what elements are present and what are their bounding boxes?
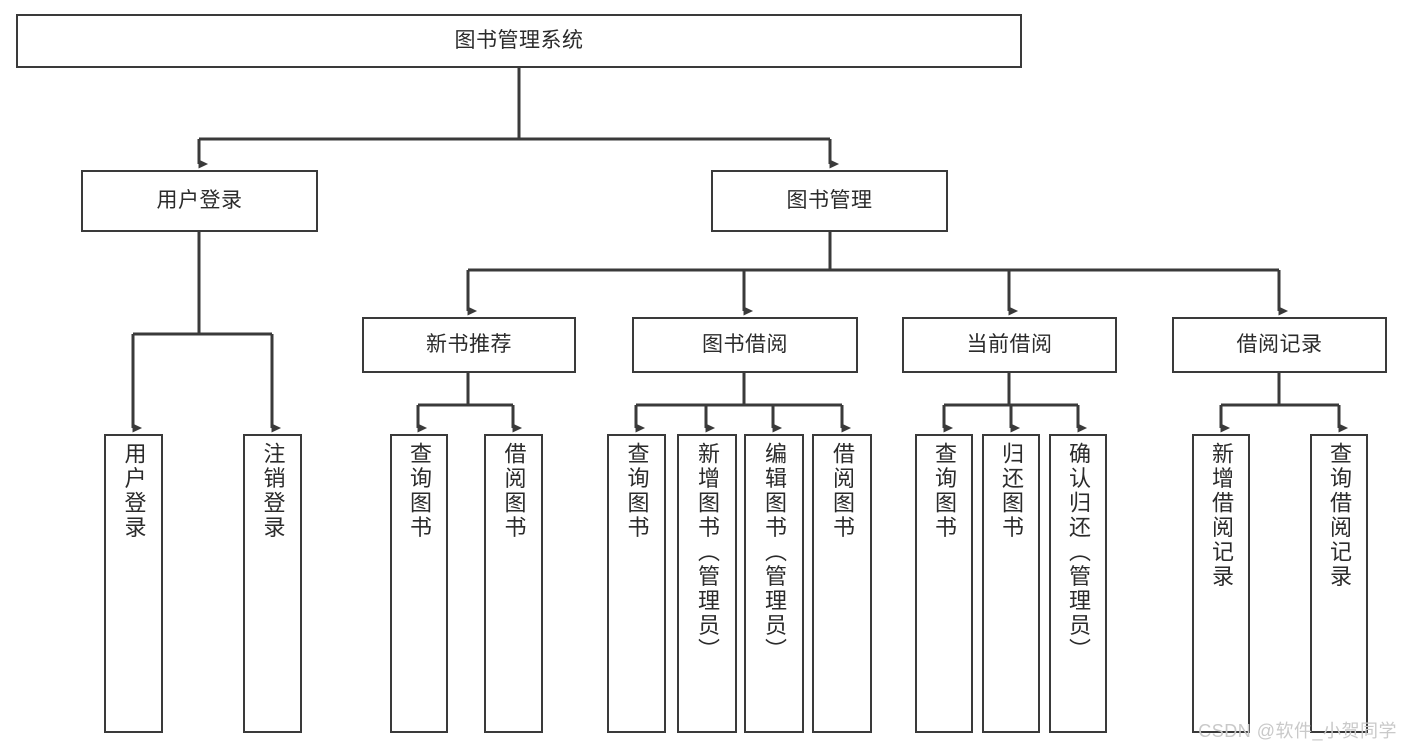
watermark-text: CSDN @软件_小贺同学 — [1198, 721, 1397, 741]
node-leaf-borrow-book-2[interactable]: 借阅图书 — [812, 434, 872, 733]
node-borrow-record-label: 借阅记录 — [1236, 332, 1323, 356]
node-new-book-rec-label: 新书推荐 — [426, 332, 512, 356]
node-user-login[interactable]: 用户登录 — [81, 170, 318, 232]
node-leaf-edit-book[interactable]: 编辑图书（管理员） — [744, 434, 804, 733]
node-leaf-query-book-2-label: 查询图书 — [624, 442, 650, 540]
node-leaf-user-login-label: 用户登录 — [121, 442, 147, 540]
node-leaf-edit-book-label: 编辑图书（管理员） — [762, 442, 787, 663]
node-leaf-add-book-label: 新增图书（管理员） — [695, 442, 720, 663]
node-book-borrow-label: 图书借阅 — [702, 332, 788, 356]
node-leaf-borrow-book-1-label: 借阅图书 — [501, 442, 527, 540]
node-book-manage-label: 图书管理 — [786, 188, 873, 212]
node-leaf-query-book-3[interactable]: 查询图书 — [915, 434, 973, 733]
node-user-login-label: 用户登录 — [156, 188, 243, 212]
node-borrow-record[interactable]: 借阅记录 — [1172, 317, 1387, 373]
node-leaf-borrow-book-1[interactable]: 借阅图书 — [484, 434, 543, 733]
node-leaf-query-book-3-label: 查询图书 — [932, 442, 957, 540]
node-leaf-add-record[interactable]: 新增借阅记录 — [1192, 434, 1250, 733]
node-leaf-user-login[interactable]: 用户登录 — [104, 434, 163, 733]
node-leaf-return-book[interactable]: 归还图书 — [982, 434, 1040, 733]
node-root-label: 图书管理系统 — [454, 28, 584, 52]
node-leaf-query-record[interactable]: 查询借阅记录 — [1310, 434, 1368, 733]
node-book-manage[interactable]: 图书管理 — [711, 170, 948, 232]
node-book-borrow[interactable]: 图书借阅 — [632, 317, 858, 373]
node-current-borrow[interactable]: 当前借阅 — [902, 317, 1117, 373]
node-leaf-borrow-book-2-label: 借阅图书 — [830, 442, 855, 540]
node-leaf-query-record-label: 查询借阅记录 — [1327, 442, 1352, 589]
node-new-book-rec[interactable]: 新书推荐 — [362, 317, 576, 373]
node-leaf-add-book[interactable]: 新增图书（管理员） — [677, 434, 737, 733]
node-root[interactable]: 图书管理系统 — [16, 14, 1022, 68]
node-leaf-query-book-1-label: 查询图书 — [407, 442, 432, 540]
node-leaf-query-book-2[interactable]: 查询图书 — [607, 434, 666, 733]
node-leaf-query-book-1[interactable]: 查询图书 — [390, 434, 448, 733]
node-leaf-confirm-return[interactable]: 确认归还（管理员） — [1049, 434, 1107, 733]
node-leaf-confirm-return-label: 确认归还（管理员） — [1066, 442, 1091, 663]
node-leaf-add-record-label: 新增借阅记录 — [1209, 442, 1234, 589]
node-leaf-return-book-label: 归还图书 — [999, 442, 1024, 540]
node-leaf-user-logout-label: 注销登录 — [260, 442, 286, 540]
node-leaf-user-logout[interactable]: 注销登录 — [243, 434, 302, 733]
node-current-borrow-label: 当前借阅 — [966, 332, 1053, 356]
